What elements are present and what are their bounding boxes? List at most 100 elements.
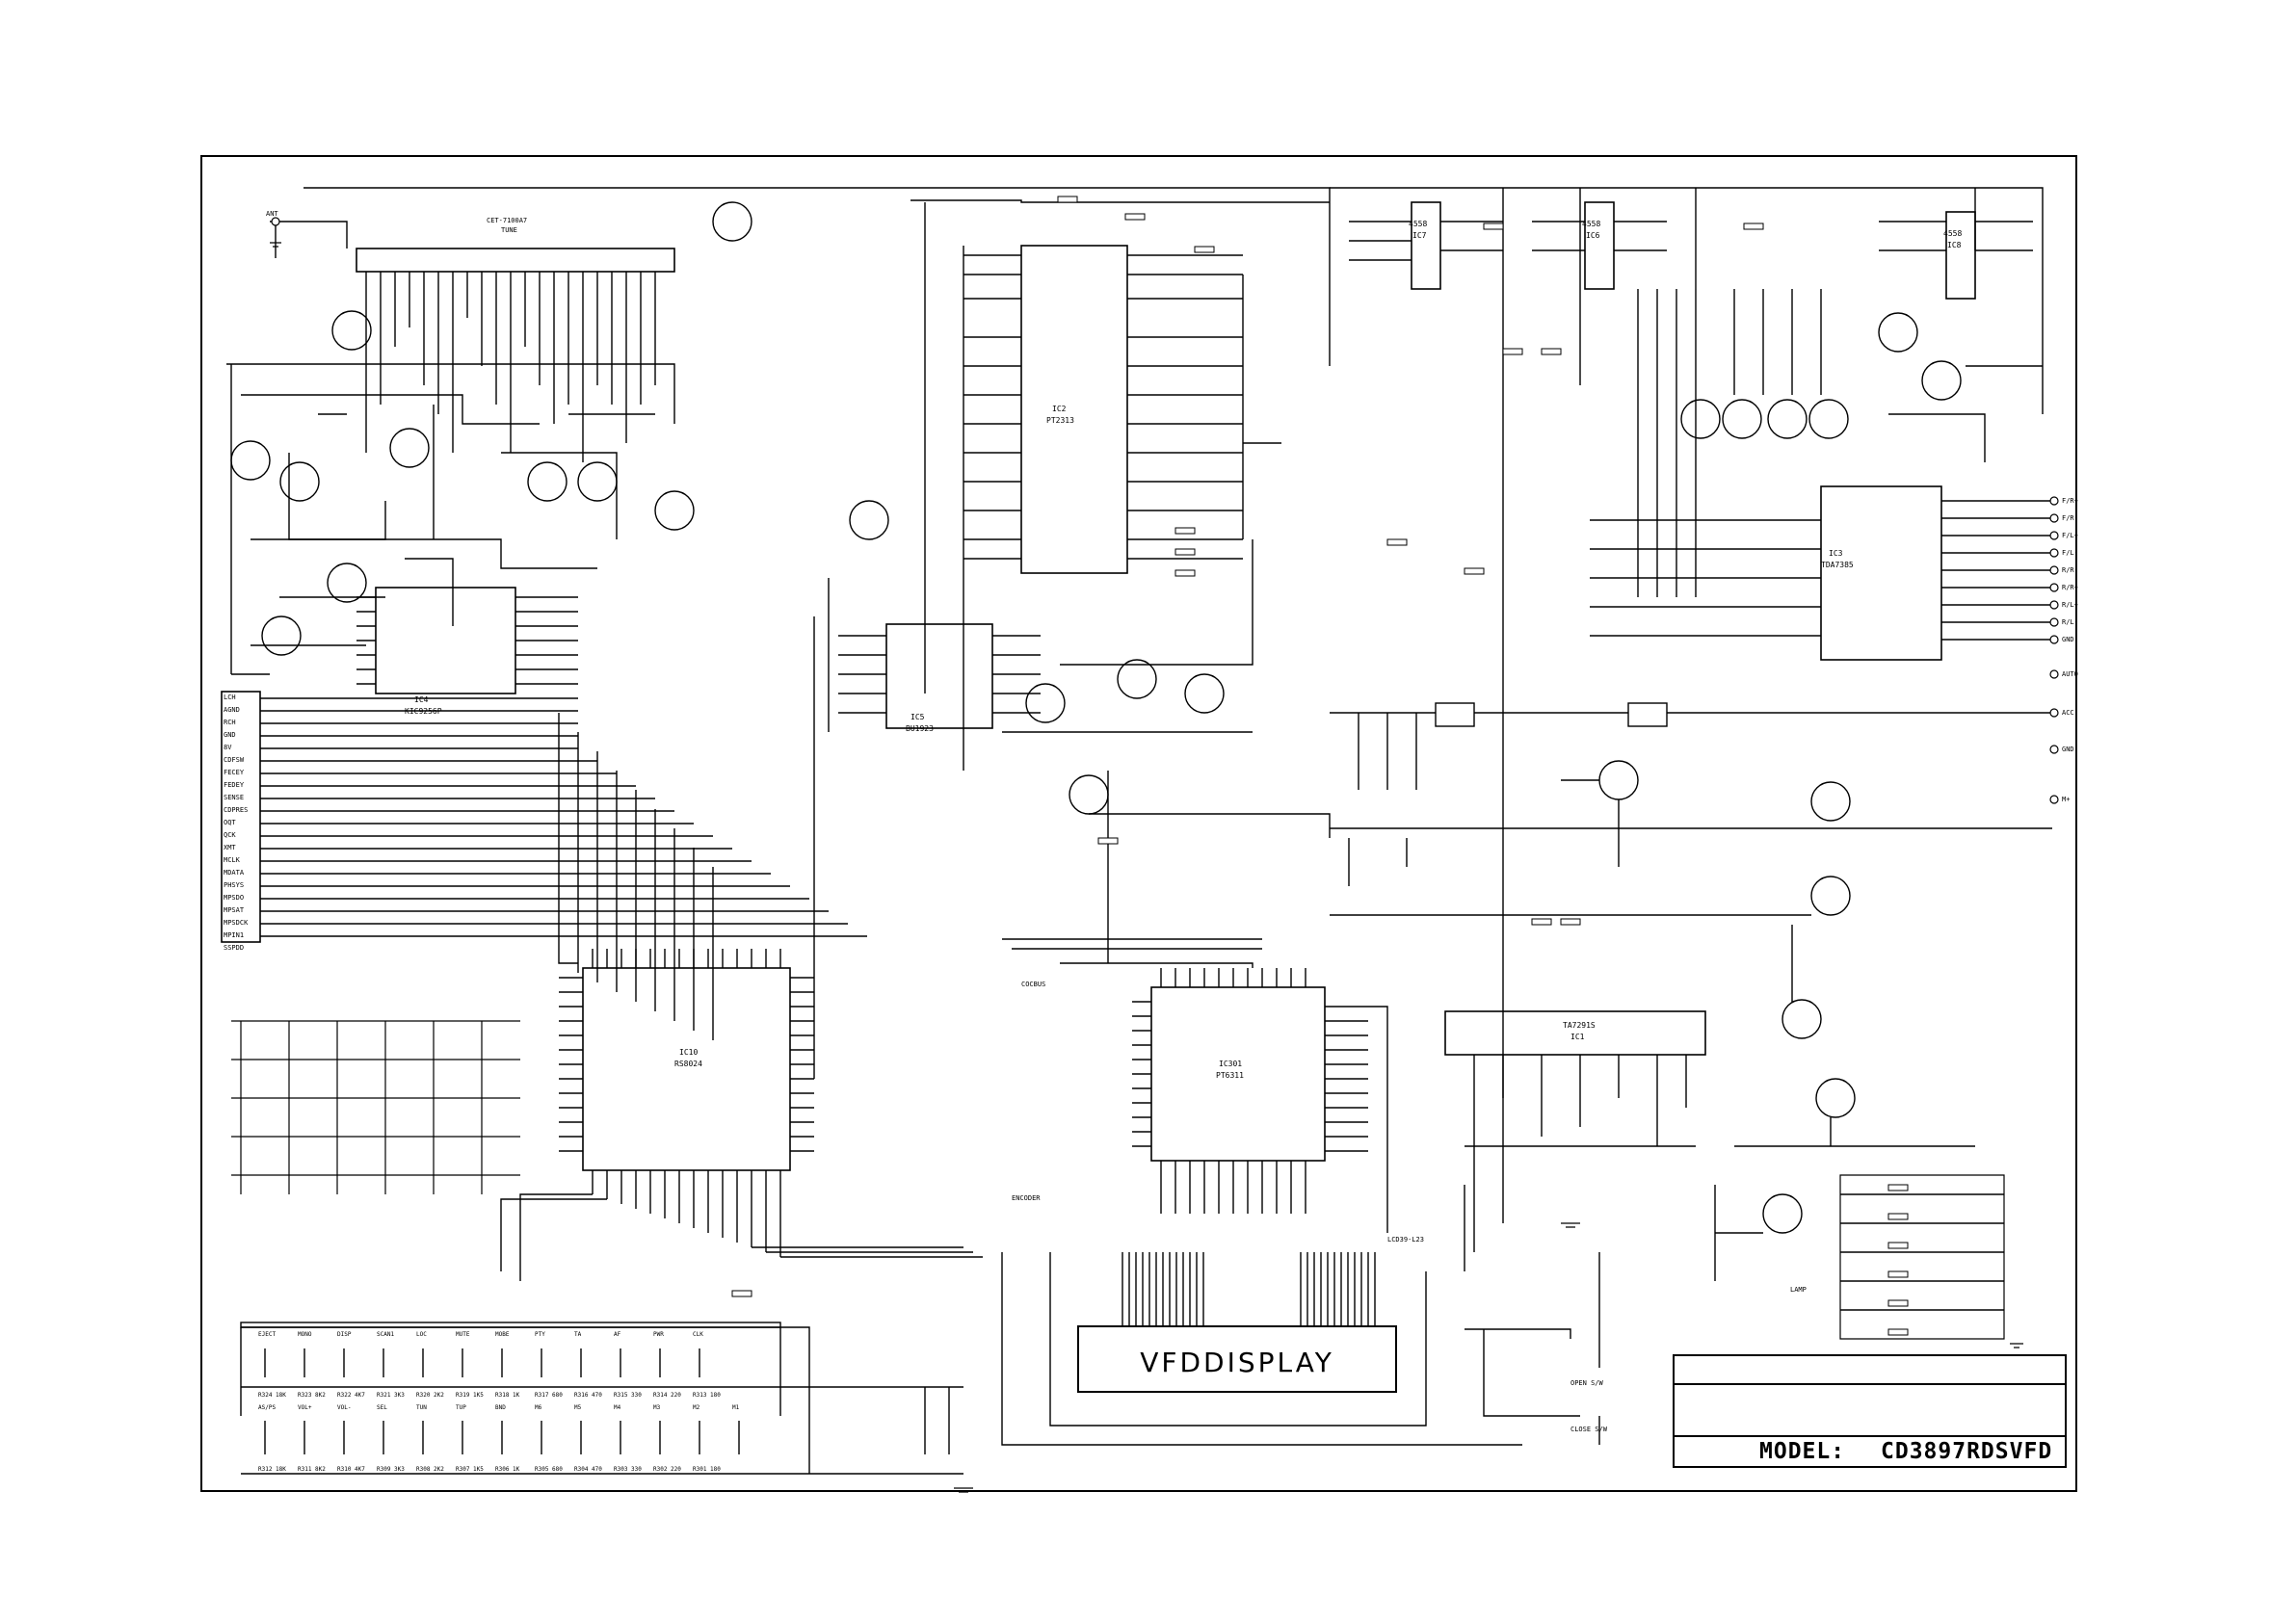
connector-pin-label: FEDEY [224,781,245,789]
title-block-divider-1 [1675,1383,2065,1385]
output-terminal-label: F/R+ [2062,497,2078,505]
connector-pin-label: OQT [224,819,236,826]
resistor-label: R310 4K7 [337,1466,365,1473]
resistor-label: R324 18K [258,1392,286,1399]
connector-pin-label: 8V [224,744,232,751]
ic8-part: 4558 [1943,229,1963,238]
connector-pin-label: CDPRES [224,806,249,814]
title-block-divider-2 [1675,1435,2065,1437]
resistor-label: R301 180 [693,1466,721,1473]
ic5-part: BU1923 [906,724,934,733]
key-label: TUN [416,1404,427,1411]
connector-pin-label: MPIN1 [224,931,245,939]
key-label: PWR [653,1331,664,1338]
key-label: SCAN1 [377,1331,395,1338]
resistor-label: R311 8K2 [298,1466,326,1473]
resistor-label: R312 18K [258,1466,286,1473]
output-terminal-label: R/L+ [2062,601,2078,609]
resistor-label: R319 1K5 [456,1392,484,1399]
resistor-label: R314 220 [653,1392,681,1399]
key-label: EJECT [258,1331,277,1338]
resistor-label: R304 470 [574,1466,602,1473]
ic2-part: PT2313 [1046,416,1074,425]
connector-pin-label: SENSE [224,794,245,801]
ic10-label: IC10 [679,1048,699,1057]
vfd-display: VFDDISPLAY [1077,1325,1397,1393]
resistor-label: R305 680 [535,1466,563,1473]
connector-pin-label: XMT [224,844,236,851]
key-label: MUTE [456,1331,470,1338]
key-label: BND [495,1404,506,1411]
key-label: VOL- [337,1404,352,1411]
key-label: CLK [693,1331,703,1338]
connector-pin-label: SSPDD [224,944,245,952]
ic10-part: RS8024 [674,1060,702,1068]
output-terminal-label: R/R- [2062,566,2078,574]
connector-pin-label: RCH [224,719,236,726]
resistor-label: R313 180 [693,1392,721,1399]
resistor-label: R309 3K3 [377,1466,405,1473]
output-terminal-label: F/L- [2062,549,2078,557]
ic1-label: IC1 [1570,1033,1585,1041]
key-label: SEL [377,1404,387,1411]
model-value: CD3897RDSVFD [1881,1439,2053,1464]
key-label: M5 [574,1404,582,1411]
ic4-part: KIC9256P [405,707,442,716]
lcd-label: LCD39-L23 [1387,1236,1424,1243]
key-label: AS/PS [258,1404,277,1411]
connector-pin-label: CDFSW [224,756,245,764]
key-label: TA [574,1331,582,1338]
connector-pin-label: MDATA [224,869,245,877]
connector-pin-label: MPSAT [224,906,245,914]
connector-pin-label: QCK [224,831,236,839]
output-terminal-label: ACC [2062,709,2074,717]
resistor-label: R308 2K2 [416,1466,444,1473]
resistor-label: R306 1K [495,1466,520,1473]
key-label: AF [614,1331,621,1338]
encoder-label: ENCODER [1012,1194,1041,1202]
key-label: M2 [693,1404,700,1411]
ic2-label: IC2 [1052,405,1067,413]
connector-pin-label: AGND [224,706,240,714]
ic3-part: TDA7385 [1821,561,1854,569]
key-label: MONO [298,1331,312,1338]
key-label: PTY [535,1331,545,1338]
key-label: DISP [337,1331,352,1338]
output-terminal-label: M+ [2062,796,2071,803]
close-switch-label: CLOSE S/W [1570,1426,1607,1433]
resistor-label: R323 8K2 [298,1392,326,1399]
resistor-label: R317 680 [535,1392,563,1399]
output-terminal-label: F/L+ [2062,532,2078,539]
vfd-display-label: VFDDISPLAY [1140,1347,1334,1378]
connector-pin-label: MPSDO [224,894,245,902]
tuner-label: CET-7100A7 [487,217,528,224]
ic7-label: IC7 [1412,231,1427,240]
ic6-part: 4558 [1582,220,1601,228]
output-terminal-label: AUTO [2062,670,2078,678]
resistor-label: R316 470 [574,1392,602,1399]
resistor-label: R302 220 [653,1466,681,1473]
ic4-label: IC4 [414,695,429,704]
connector-pin-label: LCH [224,694,236,701]
resistor-label: R321 3K3 [377,1392,405,1399]
ic8-label: IC8 [1947,241,1962,249]
open-switch-label: OPEN S/W [1570,1379,1603,1387]
ic301-part: PT6311 [1216,1071,1244,1080]
ic1-part: TA7291S [1563,1021,1596,1030]
resistor-label: R307 1K5 [456,1466,484,1473]
output-terminal-label: GND [2062,636,2074,643]
key-label: M1 [732,1404,740,1411]
lamp-label: LAMP [1790,1286,1807,1294]
resistor-label: R303 330 [614,1466,642,1473]
ic301-label: IC301 [1219,1060,1243,1068]
resistor-label: R315 330 [614,1392,642,1399]
key-label: VOL+ [298,1404,312,1411]
ic6-label: IC6 [1586,231,1600,240]
key-label: M6 [535,1404,542,1411]
connector-pin-label: FECEY [224,769,245,776]
connector-pin-label: MPSDCK [224,919,249,927]
resistor-label: R322 4K7 [337,1392,365,1399]
output-terminal-label: R/R+ [2062,584,2078,591]
ic7-part: 4558 [1409,220,1428,228]
